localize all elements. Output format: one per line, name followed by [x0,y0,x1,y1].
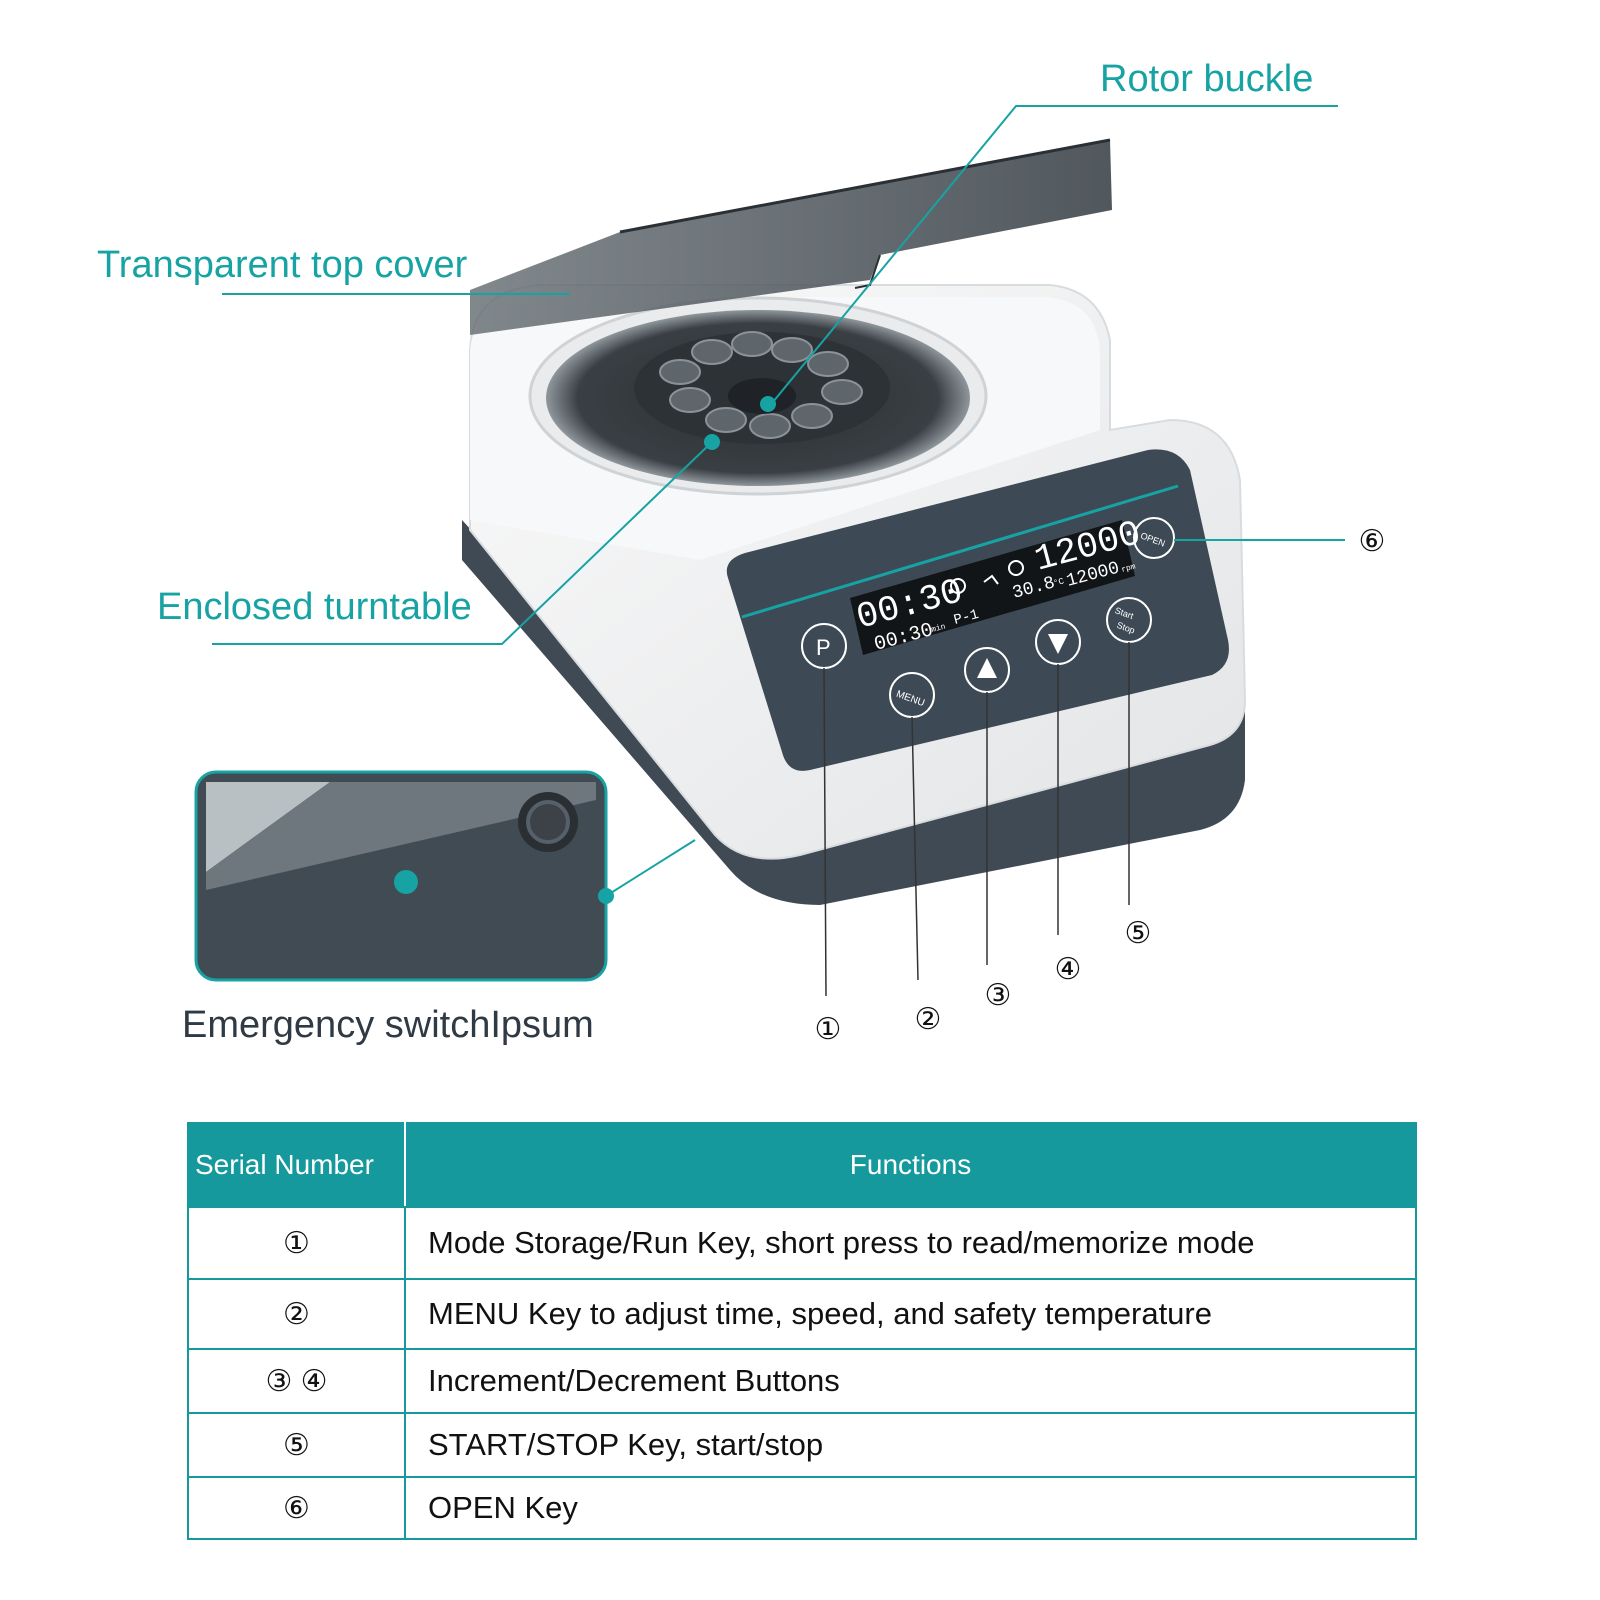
table-row: ③ ④ Increment/Decrement Buttons [187,1348,1417,1414]
marker-6: ⑥ [1358,525,1386,558]
serial-cell: ① [187,1206,406,1280]
rotation-icon [1008,560,1024,576]
timer-icon [950,578,966,594]
emergency-switch-inset [194,770,614,982]
lcd-speed-unit: rpm [1120,562,1136,574]
rotor-buckle-label: Rotor buckle [1100,58,1314,100]
marker-5: ⑤ [1124,917,1152,950]
centrifuge-diagram: 00:30 00:30 min P-1 12000 30.8 °C 12000 … [194,105,1345,997]
lcd-status-icons [950,560,1024,594]
function-cell: START/STOP Key, start/stop [404,1412,1417,1478]
table-row: ① Mode Storage/Run Key, short press to r… [187,1206,1417,1280]
p-button-label: P [816,635,831,660]
lcd-time-unit: min [930,622,946,634]
turntable-dot [704,434,720,450]
header-functions: Functions [404,1122,1417,1208]
rotor-buckle-leader [767,105,1338,409]
centrifuge-base [462,498,1245,905]
table-header-row: Serial Number Functions [187,1122,1417,1208]
table-row: ⑥ OPEN Key [187,1476,1417,1540]
emergency-switch-leader [605,839,696,897]
thermometer-icon [983,574,999,585]
rotor [634,331,890,444]
marker-1: ① [814,1013,842,1046]
turntable-label: Enclosed turntable [157,586,472,628]
top-cover-label: Transparent top cover [97,244,468,286]
table-row: ⑤ START/STOP Key, start/stop [187,1412,1417,1478]
serial-cell: ⑥ [187,1476,406,1540]
function-cell: MENU Key to adjust time, speed, and safe… [404,1278,1417,1350]
turntable-leader [212,441,713,645]
open-button[interactable] [1133,517,1175,559]
rotor-buckle-dot [760,396,776,412]
emergency-switch-label: Emergency switchIpsum [182,1004,594,1046]
function-cell: Increment/Decrement Buttons [404,1348,1417,1414]
down-arrow-icon [1048,634,1068,654]
up-arrow-icon [977,658,997,678]
marker-2: ② [914,1003,942,1036]
transparent-lid [470,140,1112,335]
function-cell: OPEN Key [404,1476,1417,1540]
table-row: ② MENU Key to adjust time, speed, and sa… [187,1278,1417,1350]
emergency-knob-icon [518,792,578,852]
serial-cell: ⑤ [187,1412,406,1478]
marker-4: ④ [1054,953,1082,986]
function-cell: Mode Storage/Run Key, short press to rea… [404,1206,1417,1280]
header-serial-number: Serial Number [187,1122,406,1208]
lcd-display [850,520,1135,655]
emergency-switch-icon [394,870,418,894]
lcd-program: P-1 [952,607,981,629]
marker-3: ③ [984,979,1012,1012]
marker-1-leader [823,667,827,997]
serial-cell: ② [187,1278,406,1350]
lcd-temp-unit: °C [1052,576,1066,589]
function-table: Serial Number Functions ① Mode Storage/R… [187,1122,1417,1540]
serial-cell: ③ ④ [187,1348,406,1414]
marker-2-leader [911,716,919,981]
